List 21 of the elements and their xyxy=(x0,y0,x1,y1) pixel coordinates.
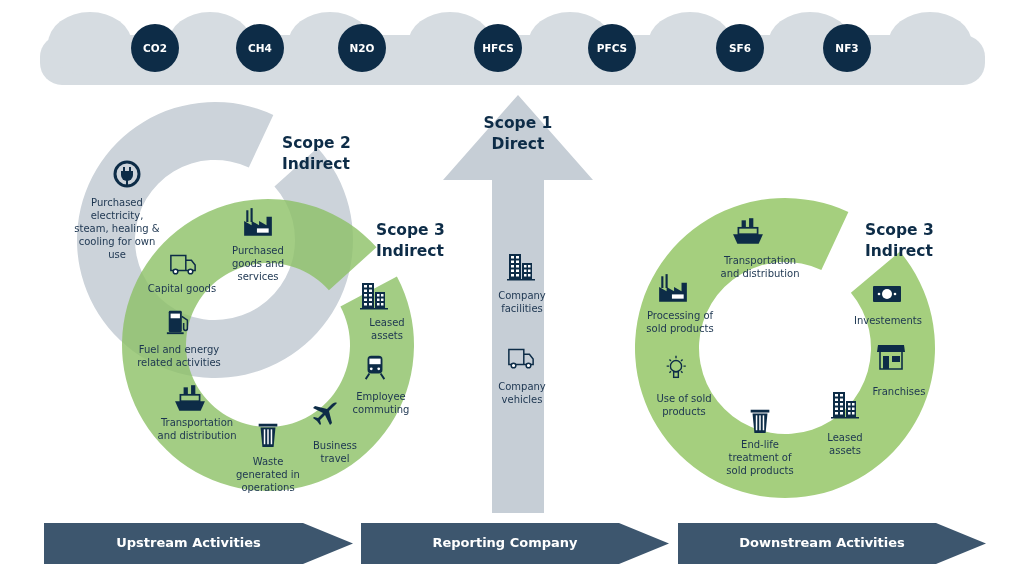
item-label: Business travel xyxy=(311,439,359,465)
item-label: Leased assets xyxy=(368,316,406,342)
item-label: Company facilities xyxy=(497,289,547,315)
item-label: Leased assets xyxy=(826,431,864,457)
item-label: Company vehicles xyxy=(497,380,547,406)
item-label: Purchased electricity, steam, healing & cooling for own use xyxy=(73,196,161,261)
item-label: Purchased goods and services xyxy=(230,244,286,283)
band-label: Reporting Company xyxy=(431,535,579,550)
item-label: Franchises xyxy=(871,385,927,398)
item-label: End-life treatment of sold products xyxy=(725,438,795,477)
scope-heading: Scope 2 Indirect xyxy=(282,133,352,175)
item-label: Use of sold products xyxy=(655,392,713,418)
item-label: Transportation and distribution xyxy=(719,254,801,280)
item-label: Fuel and energy related activities xyxy=(136,343,222,369)
band-label: Downstream Activities xyxy=(738,535,906,550)
scope-heading: Scope 3 Indirect xyxy=(376,220,446,262)
item-label: Waste generated in operations xyxy=(235,455,301,494)
item-label: Transportation and distribution xyxy=(156,416,238,442)
scope-heading: Scope 1 Direct xyxy=(482,113,554,155)
band-label: Upstream Activities xyxy=(115,535,262,550)
scope-heading: Scope 3 Indirect xyxy=(865,220,935,262)
